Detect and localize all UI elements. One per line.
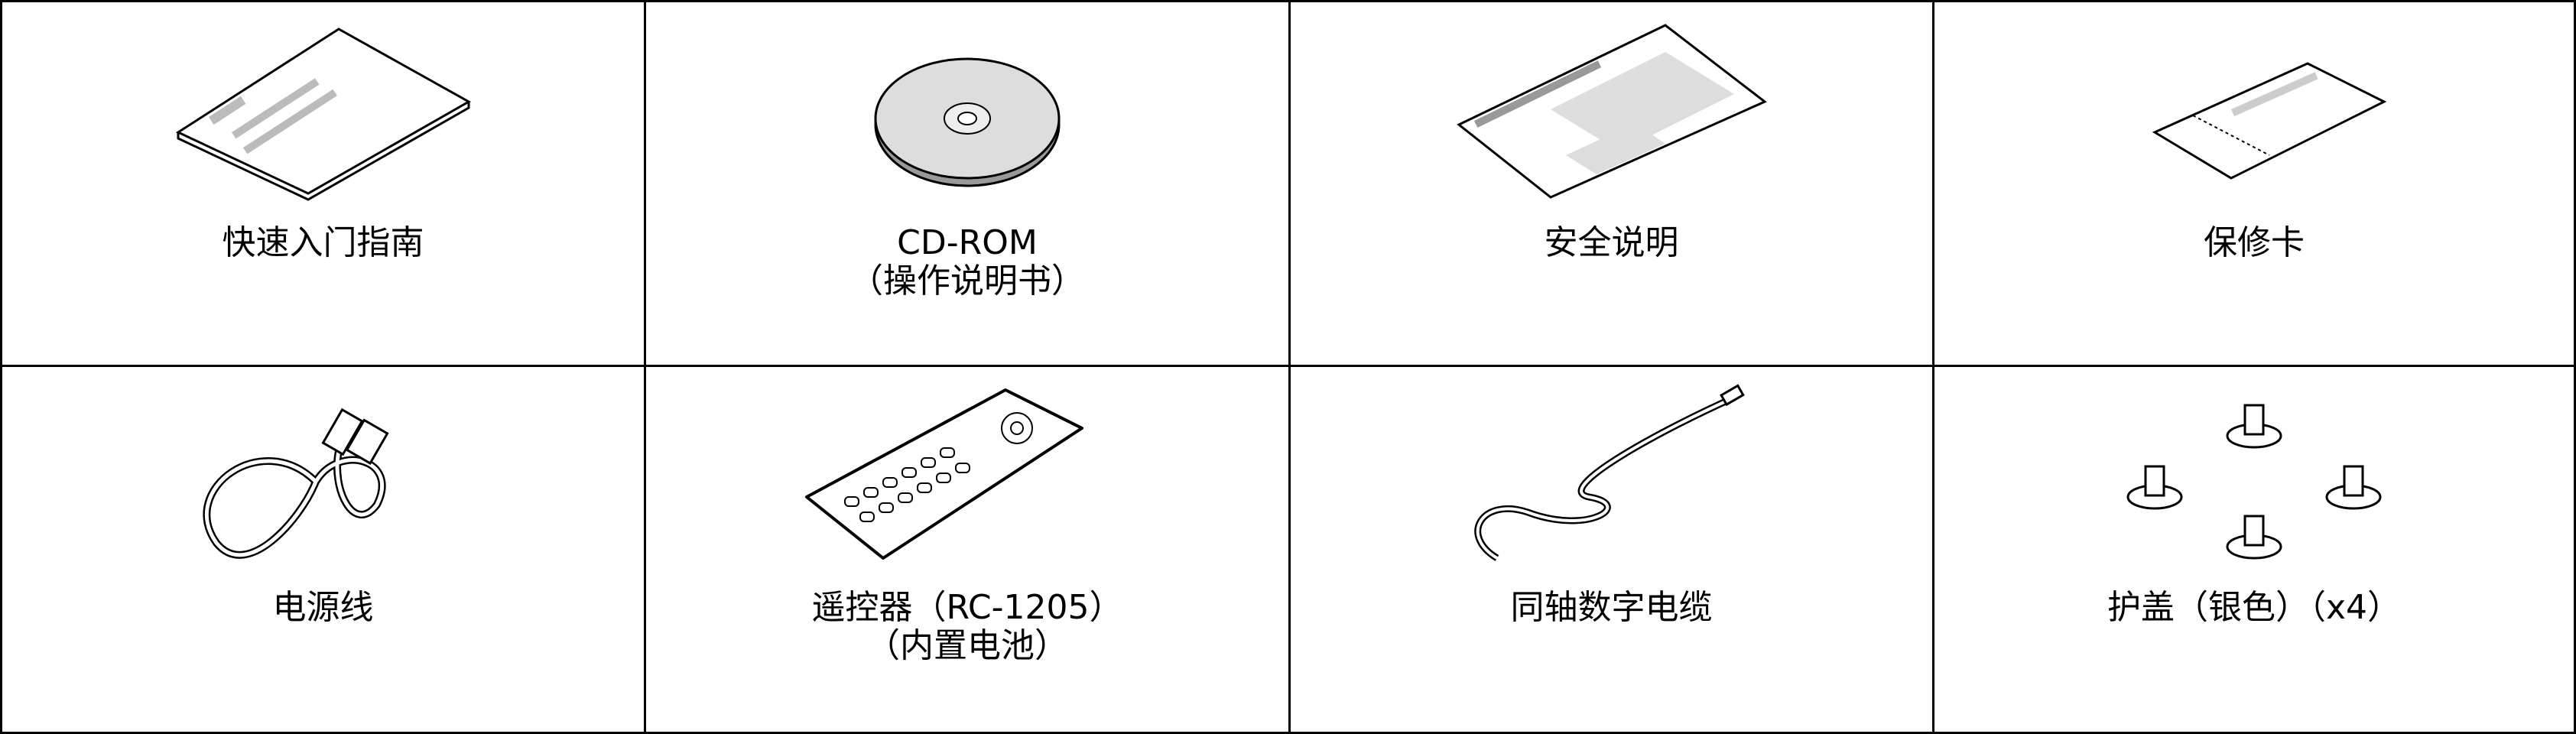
power-cord-icon (202, 408, 389, 559)
cell-coaxial-cable: 同轴数字电缆 (1291, 367, 1934, 732)
label-line2: （操作说明书） (849, 261, 1085, 300)
cell-quick-start-guide: 快速入门指南 (2, 2, 646, 367)
cell-safety-instructions: 安全说明 (1291, 2, 1934, 367)
cell-cd-rom: CD-ROM （操作说明书） (646, 2, 1291, 367)
label-line1: 遥控器（RC-1205） (811, 588, 1123, 627)
label-line1: 快速入门指南 (222, 223, 424, 262)
card-icon (2152, 62, 2387, 180)
label-line1: 安全说明 (1544, 223, 1679, 262)
label-line1: 护盖（银色）（x4） (2107, 588, 2402, 627)
cell-power-cord: 电源线 (2, 367, 646, 732)
cell-remote-control: 遥控器（RC-1205） （内置电池） (646, 367, 1291, 732)
label-line1: CD-ROM (897, 223, 1038, 262)
label-line1: 电源线 (272, 588, 374, 627)
cd-icon (874, 57, 1061, 187)
label-line2: （内置电池） (866, 626, 1068, 665)
remote-icon (805, 388, 1083, 560)
label-line1: 同轴数字电缆 (1510, 588, 1713, 627)
cell-protective-caps: 护盖（银色）（x4） (1934, 367, 2574, 732)
coax-cable-icon (1473, 384, 1745, 561)
cell-warranty-card: 保修卡 (1934, 2, 2574, 367)
booklet-icon (175, 28, 471, 201)
label-line1: 保修卡 (2204, 223, 2305, 262)
leaflet-icon (1456, 24, 1767, 199)
caps-icon (2126, 404, 2382, 560)
